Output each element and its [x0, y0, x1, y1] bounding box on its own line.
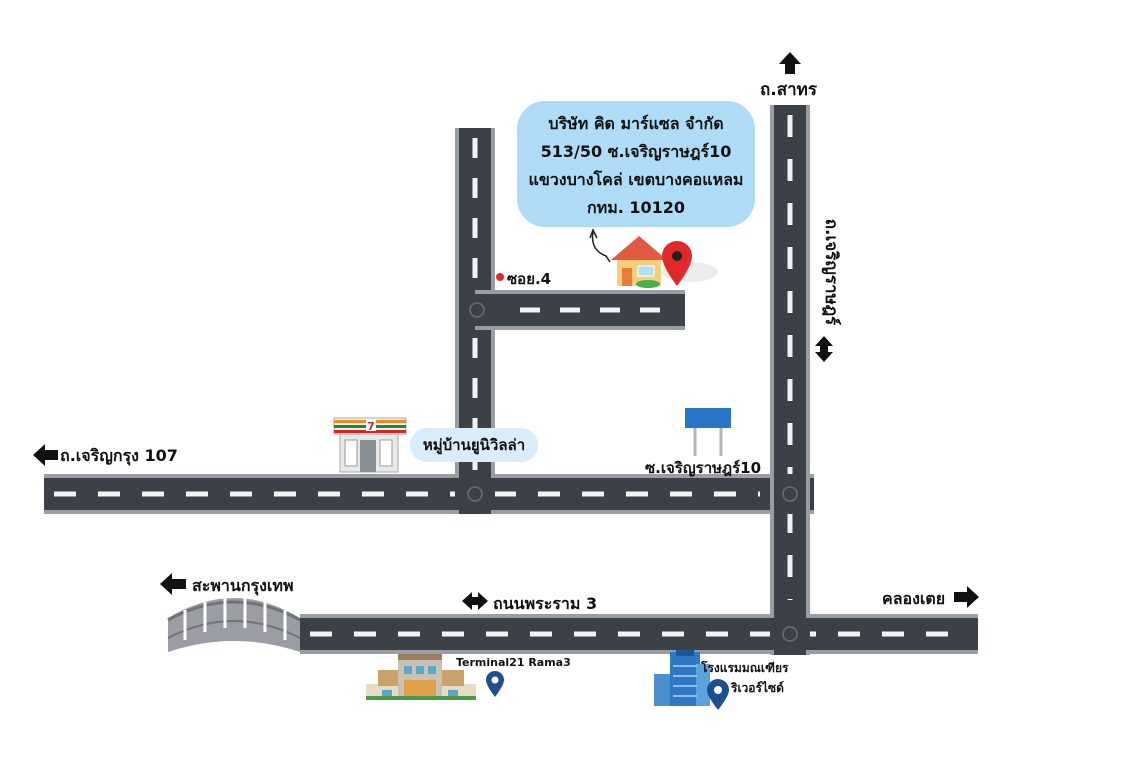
soi-4-dot [496, 273, 504, 281]
label-village: หมู่บ้านยูนิวิลล่า [410, 428, 538, 462]
street-sign-icon [685, 408, 731, 456]
label-mall: Terminal21 Rama3 [456, 656, 571, 669]
mall-pin-icon [486, 671, 504, 697]
arrow-left-charoenkrung-icon [33, 444, 58, 466]
address-line-2: 513/50 ซ.เจริญราษฎร์10 [540, 142, 732, 161]
intersection-soi4-main [455, 478, 495, 510]
label-bridge: สะพานกรุงเทพ [192, 576, 294, 595]
label-sathorn-road: ถ.สาทร [760, 80, 818, 100]
hotel-pin-icon [707, 679, 729, 710]
road-charoenrat [770, 105, 810, 655]
label-soi-charoenrat-10: ซ.เจริญราษฎร์10 [645, 459, 762, 477]
label-charoenkrung-road: ถ.เจริญกรุง 107 [60, 446, 178, 465]
label-khlong-toei: คลองเตย [882, 589, 946, 608]
road-soi-charoenrat-10 [44, 474, 814, 514]
arrow-up-icon [779, 52, 801, 74]
hotel-building-icon [654, 650, 710, 706]
svg-text:7: 7 [367, 420, 375, 433]
company-house-icon [589, 228, 718, 288]
address-line-3: แขวงบางโคล่ เขตบางคอแหลม [528, 170, 744, 189]
label-rama3-road: ถนนพระราม 3 [493, 594, 598, 613]
convenience-store-icon: 7 [333, 417, 407, 473]
bridge-icon [167, 598, 301, 652]
arrow-left-bridge-icon [160, 573, 186, 595]
intersection-charoenrat-rama3 [770, 618, 810, 650]
label-charoenrat-road: ถ.เจริญราษฎร์ [821, 219, 842, 326]
intersection-soi4-branch [459, 294, 495, 326]
label-soi-4: ซอย.4 [507, 270, 552, 288]
address-line-1: บริษัท คิด มาร์แซล จำกัด [548, 114, 724, 133]
location-pin-icon [662, 241, 692, 286]
arrow-double-horizontal-icon [462, 592, 488, 610]
label-hotel-line-2: ริเวอร์ไซด์ [731, 681, 784, 695]
mall-building-icon [366, 654, 476, 700]
arrow-double-vertical-icon [815, 336, 833, 362]
address-line-4: กทม. 10120 [586, 198, 686, 217]
label-hotel-line-1: โรงแรมมณเฑียร [701, 661, 789, 675]
road-soi-4-branch [475, 290, 685, 330]
intersection-charoenrat-soi10 [774, 474, 806, 514]
road-rama3 [300, 614, 978, 654]
address-box: บริษัท คิด มาร์แซล จำกัด 513/50 ซ.เจริญร… [517, 101, 755, 227]
arrow-right-khlong-toei-icon [954, 586, 979, 608]
